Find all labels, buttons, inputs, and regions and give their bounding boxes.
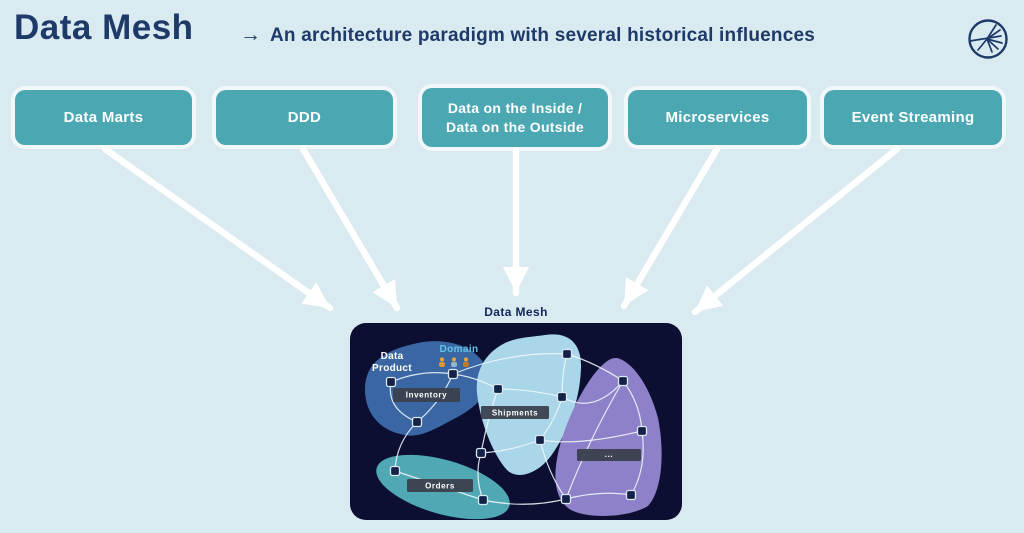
arrow-microservices xyxy=(620,145,721,310)
cluster-label-shipments: Shipments xyxy=(492,409,538,418)
mesh-nodes xyxy=(385,348,648,506)
subtitle-text: An architecture paradigm with several hi… xyxy=(270,25,816,46)
mesh-caption: Data Mesh xyxy=(484,305,548,319)
cluster-labels: Inventory Shipments Orders ... xyxy=(393,388,641,492)
person-icon xyxy=(463,357,469,367)
cluster-label-orders: Orders xyxy=(425,482,455,491)
person-icon xyxy=(451,357,457,367)
influence-box-event-streaming: Event Streaming xyxy=(824,90,1002,145)
domain-label: Domain xyxy=(439,344,479,355)
three-person-icons xyxy=(439,357,469,367)
page-title: Data Mesh xyxy=(14,8,194,47)
cluster-label-inventory: Inventory xyxy=(406,391,447,400)
page-subtitle: → An architecture paradigm with several … xyxy=(240,23,815,47)
data-mesh-panel: Inventory Shipments Orders ... xyxy=(350,323,682,520)
confluent-mark-icon xyxy=(961,12,1015,66)
influence-box-microservices: Microservices xyxy=(628,90,807,145)
influence-box-data-marts: Data Marts xyxy=(15,90,192,145)
arrow-ddd xyxy=(299,145,401,312)
influence-box-data-inside-outside: Data on the Inside / Data on the Outside xyxy=(422,88,608,147)
influence-box-ddd: DDD xyxy=(216,90,393,145)
domain-blob-shipments xyxy=(476,334,582,475)
person-icon xyxy=(439,357,445,367)
arrow-data-marts xyxy=(101,145,334,312)
data-product-label: Data Product xyxy=(372,351,412,374)
cluster-label-dots: ... xyxy=(605,450,613,459)
right-arrow-icon: → xyxy=(240,23,261,46)
arrow-event-streaming xyxy=(691,145,901,316)
domain-blob-dots xyxy=(555,358,662,516)
